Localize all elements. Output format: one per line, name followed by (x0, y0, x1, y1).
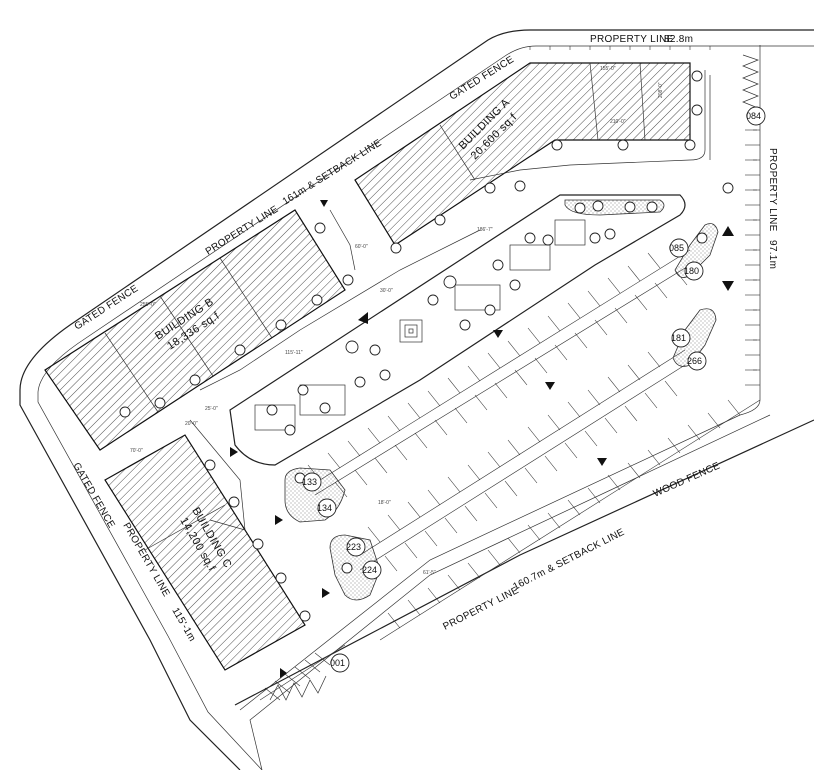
property-line-right-label: PROPERTY LINE (767, 148, 778, 232)
building-a (354, 62, 691, 246)
dim-label: 60'-0" (355, 244, 368, 250)
dim-label: 210'-0" (610, 119, 626, 125)
dim-label: 155'-0" (600, 66, 616, 72)
dim-label: 186'-7" (477, 227, 493, 233)
tree-tag-181: 181 (671, 333, 686, 343)
dim-label: 70'-0" (130, 448, 143, 454)
dim-label: 255'-0" (140, 302, 156, 308)
dim-label: 18'-0" (378, 500, 391, 506)
tree-tag-084: 084 (746, 111, 761, 121)
dim-label: 61'-5" (423, 570, 436, 576)
tree-tag-223: 223 (346, 542, 361, 552)
building-b (44, 209, 346, 451)
crosswalk-top (742, 54, 760, 109)
property-boundary (19, 29, 814, 770)
tree-tag-133: 133 (302, 477, 317, 487)
tree-tag-266: 266 (687, 356, 702, 366)
building-c (104, 434, 306, 671)
parking-row-2 (359, 349, 686, 572)
traffic-arrows (230, 200, 734, 678)
property-line-right (239, 45, 761, 711)
dim-label: 115'-11" (285, 350, 303, 356)
tree-tag-134: 134 (317, 503, 332, 513)
gated-fence-label-3: GATED FENCE (70, 461, 116, 530)
dim-label: 25'-0" (205, 406, 218, 412)
parking-bottom (259, 644, 346, 701)
property-line-bottom-label: PROPERTY LINE (441, 585, 520, 633)
tree-tag-180: 180 (684, 266, 699, 276)
tree-tag-085: 085 (669, 243, 684, 253)
dim-label: 20'-0" (185, 421, 198, 427)
central-island (229, 194, 686, 466)
dim-label: 208'-0" (658, 82, 664, 98)
parking-row-1 (307, 249, 691, 498)
property-line-bottom-edge (249, 414, 771, 770)
trees (119, 70, 734, 622)
parking-row-3 (379, 399, 761, 641)
tree-tags: 084 085 180 181 266 133 134 223 224 001 (302, 106, 766, 673)
parking-right (745, 129, 760, 386)
property-line-bottom-length: 160.7m & SETBACK LINE (511, 527, 626, 593)
tree-tag-001: 001 (330, 658, 345, 668)
property-line-right-length: 97.1m (767, 240, 778, 269)
dim-label: 30'-0" (380, 288, 393, 294)
property-line-top-length: 82.8m (664, 34, 693, 45)
site-paths (189, 70, 706, 531)
crosswalk-bottom (269, 675, 327, 701)
property-line-top-label: PROPERTY LINE (590, 34, 674, 45)
tree-tag-224: 224 (362, 565, 377, 575)
wood-fence-label: WOOD FENCE (652, 460, 722, 499)
property-boundary-inner (37, 45, 814, 770)
